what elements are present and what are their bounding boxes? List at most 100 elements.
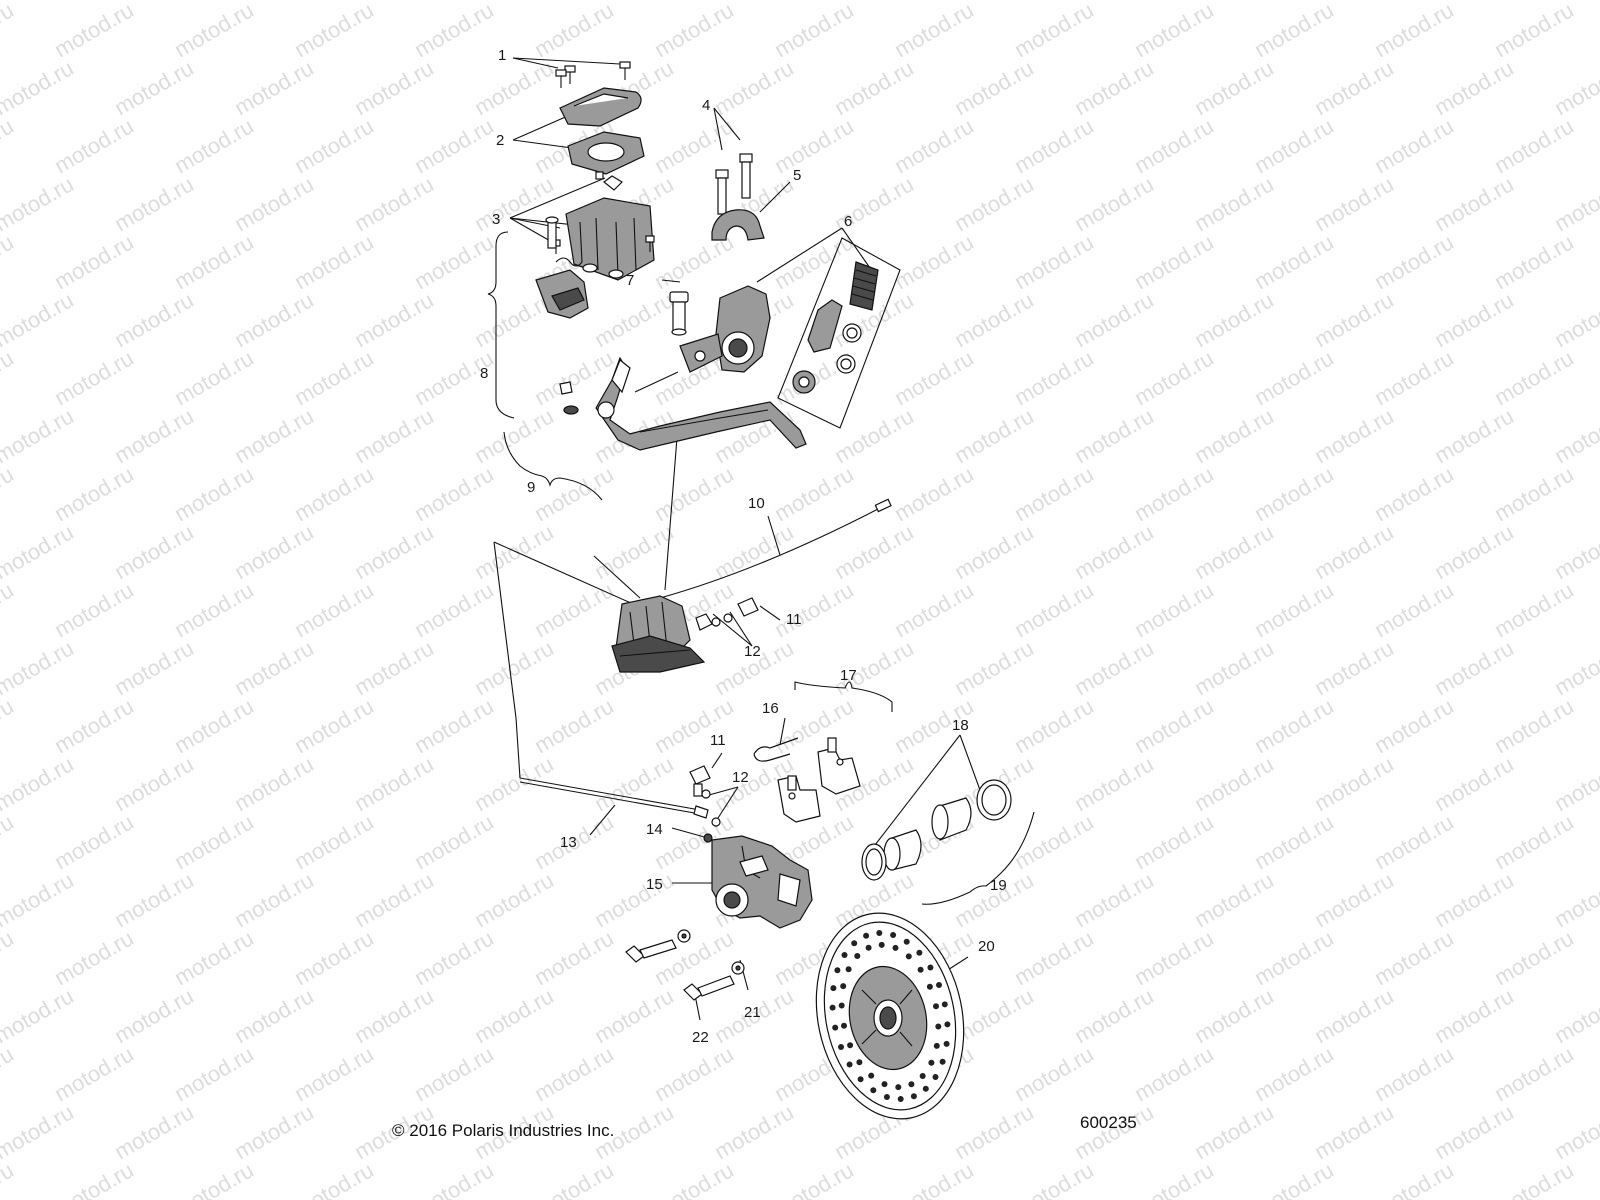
callout-9: 9 bbox=[527, 479, 535, 496]
disc-vent-hole bbox=[876, 930, 883, 936]
watermark-text: motod.ru bbox=[0, 461, 18, 526]
watermark-text: motod.ru bbox=[1370, 229, 1458, 294]
disc-vent-hole bbox=[841, 1022, 847, 1029]
watermark-text: motod.ru bbox=[1490, 925, 1578, 990]
disc-vent-hole bbox=[856, 1059, 863, 1066]
watermark-text: motod.ru bbox=[1490, 229, 1578, 294]
watermark-text: motod.ru bbox=[1070, 519, 1158, 584]
master-cylinder-assembly bbox=[593, 555, 759, 673]
watermark-text: motod.ru bbox=[1250, 461, 1338, 526]
watermark-text: motod.ru bbox=[1010, 0, 1098, 62]
watermark-text: motod.ru bbox=[590, 983, 678, 1048]
watermark-text: motod.ru bbox=[650, 1157, 738, 1200]
watermark-text: motod.ru bbox=[950, 1099, 1038, 1164]
disc-vent-hole bbox=[847, 1042, 854, 1049]
watermark-text: motod.ru bbox=[650, 0, 738, 62]
callout-8: 8 bbox=[480, 365, 488, 382]
watermark-text: motod.ru bbox=[1430, 55, 1518, 120]
watermark-text: motod.ru bbox=[1010, 113, 1098, 178]
callout-21: 21 bbox=[744, 1004, 761, 1021]
callout-14: 14 bbox=[646, 821, 663, 838]
watermark-text: motod.ru bbox=[350, 867, 438, 932]
watermark-text: motod.ru bbox=[1190, 983, 1278, 1048]
disc-vent-hole bbox=[838, 1044, 844, 1050]
watermark-text: motod.ru bbox=[1550, 635, 1600, 700]
watermark-text: motod.ru bbox=[170, 0, 258, 62]
watermark-text: motod.ru bbox=[830, 519, 918, 584]
watermark-text: motod.ru bbox=[170, 1157, 258, 1200]
watermark-text: motod.ru bbox=[50, 693, 138, 758]
watermark-text: motod.ru bbox=[350, 519, 438, 584]
watermark-text: motod.ru bbox=[1310, 635, 1398, 700]
watermark-text: motod.ru bbox=[350, 983, 438, 1048]
watermark-text: motod.ru bbox=[1250, 345, 1338, 410]
watermark-text: motod.ru bbox=[0, 1099, 78, 1164]
watermark-text: motod.ru bbox=[0, 925, 18, 990]
watermark-text: motod.ru bbox=[1190, 403, 1278, 468]
watermark-text: motod.ru bbox=[170, 229, 258, 294]
reservoir-cover-part-2 bbox=[559, 87, 645, 175]
watermark-text: motod.ru bbox=[890, 229, 978, 294]
watermark-text: motod.ru bbox=[170, 693, 258, 758]
disc-vent-hole bbox=[916, 949, 923, 956]
callout-12-lower: 12 bbox=[732, 769, 749, 786]
watermark-text: motod.ru bbox=[350, 751, 438, 816]
watermark-text: motod.ru bbox=[1370, 1157, 1458, 1200]
callout-19: 19 bbox=[990, 877, 1007, 894]
watermark-text: motod.ru bbox=[0, 983, 78, 1048]
watermark-text: motod.ru bbox=[1550, 287, 1600, 352]
watermark-text: motod.ru bbox=[1130, 1041, 1218, 1106]
watermark-text: motod.ru bbox=[170, 925, 258, 990]
callout-20: 20 bbox=[978, 938, 995, 955]
watermark-text: motod.ru bbox=[50, 0, 138, 62]
watermark-text: motod.ru bbox=[1490, 461, 1578, 526]
disc-vent-hole bbox=[829, 1004, 836, 1011]
watermark-text: motod.ru bbox=[0, 113, 18, 178]
watermark-text: motod.ru bbox=[50, 577, 138, 642]
watermark-text: motod.ru bbox=[410, 229, 498, 294]
disc-vent-hole bbox=[905, 953, 912, 960]
watermark-text: motod.ru bbox=[1010, 577, 1098, 642]
watermark-text: motod.ru bbox=[50, 345, 138, 410]
watermark-text: motod.ru bbox=[890, 113, 978, 178]
watermark-text: motod.ru bbox=[1010, 1041, 1098, 1106]
watermark-text: motod.ru bbox=[1490, 113, 1578, 178]
watermark-text: motod.ru bbox=[290, 345, 378, 410]
watermark-text: motod.ru bbox=[650, 461, 738, 526]
watermark-text: motod.ru bbox=[1490, 1041, 1578, 1106]
watermark-text: motod.ru bbox=[1310, 867, 1398, 932]
watermark-text: motod.ru bbox=[230, 171, 318, 236]
disc-vent-hole bbox=[908, 1081, 915, 1088]
watermark-text: motod.ru bbox=[1130, 1157, 1218, 1200]
disc-vent-hole bbox=[890, 932, 897, 938]
disc-vent-hole bbox=[935, 1023, 942, 1030]
disc-vent-hole bbox=[922, 1085, 929, 1092]
screw-part-1 bbox=[555, 61, 631, 88]
watermark-text: motod.ru bbox=[1130, 461, 1218, 526]
watermark-text: motod.ru bbox=[830, 55, 918, 120]
clamp-part-5 bbox=[711, 209, 765, 241]
disc-vent-hole bbox=[919, 1073, 926, 1079]
watermark-text: motod.ru bbox=[230, 287, 318, 352]
watermark-text: motod.ru bbox=[410, 809, 498, 874]
watermark-text: motod.ru bbox=[110, 519, 198, 584]
watermark-text: motod.ru bbox=[110, 171, 198, 236]
watermark-text: motod.ru bbox=[1370, 461, 1458, 526]
watermark-text: motod.ru bbox=[1070, 635, 1158, 700]
watermark-text: motod.ru bbox=[1250, 809, 1338, 874]
watermark-text: motod.ru bbox=[230, 519, 318, 584]
watermark-text: motod.ru bbox=[1310, 1099, 1398, 1164]
watermark-text: motod.ru bbox=[0, 55, 78, 120]
watermark-text: motod.ru bbox=[1070, 403, 1158, 468]
watermark-text: motod.ru bbox=[530, 461, 618, 526]
watermark-text: motod.ru bbox=[0, 287, 78, 352]
watermark-text: motod.ru bbox=[290, 809, 378, 874]
watermark-text: motod.ru bbox=[1010, 693, 1098, 758]
disc-vent-hole bbox=[897, 1096, 904, 1102]
watermark-text: motod.ru bbox=[470, 519, 558, 584]
watermark-text: motod.ru bbox=[1430, 867, 1518, 932]
watermark-text: motod.ru bbox=[0, 867, 78, 932]
watermark-text: motod.ru bbox=[1070, 55, 1158, 120]
watermark-text: motod.ru bbox=[1310, 983, 1398, 1048]
watermark-text: motod.ru bbox=[290, 1041, 378, 1106]
